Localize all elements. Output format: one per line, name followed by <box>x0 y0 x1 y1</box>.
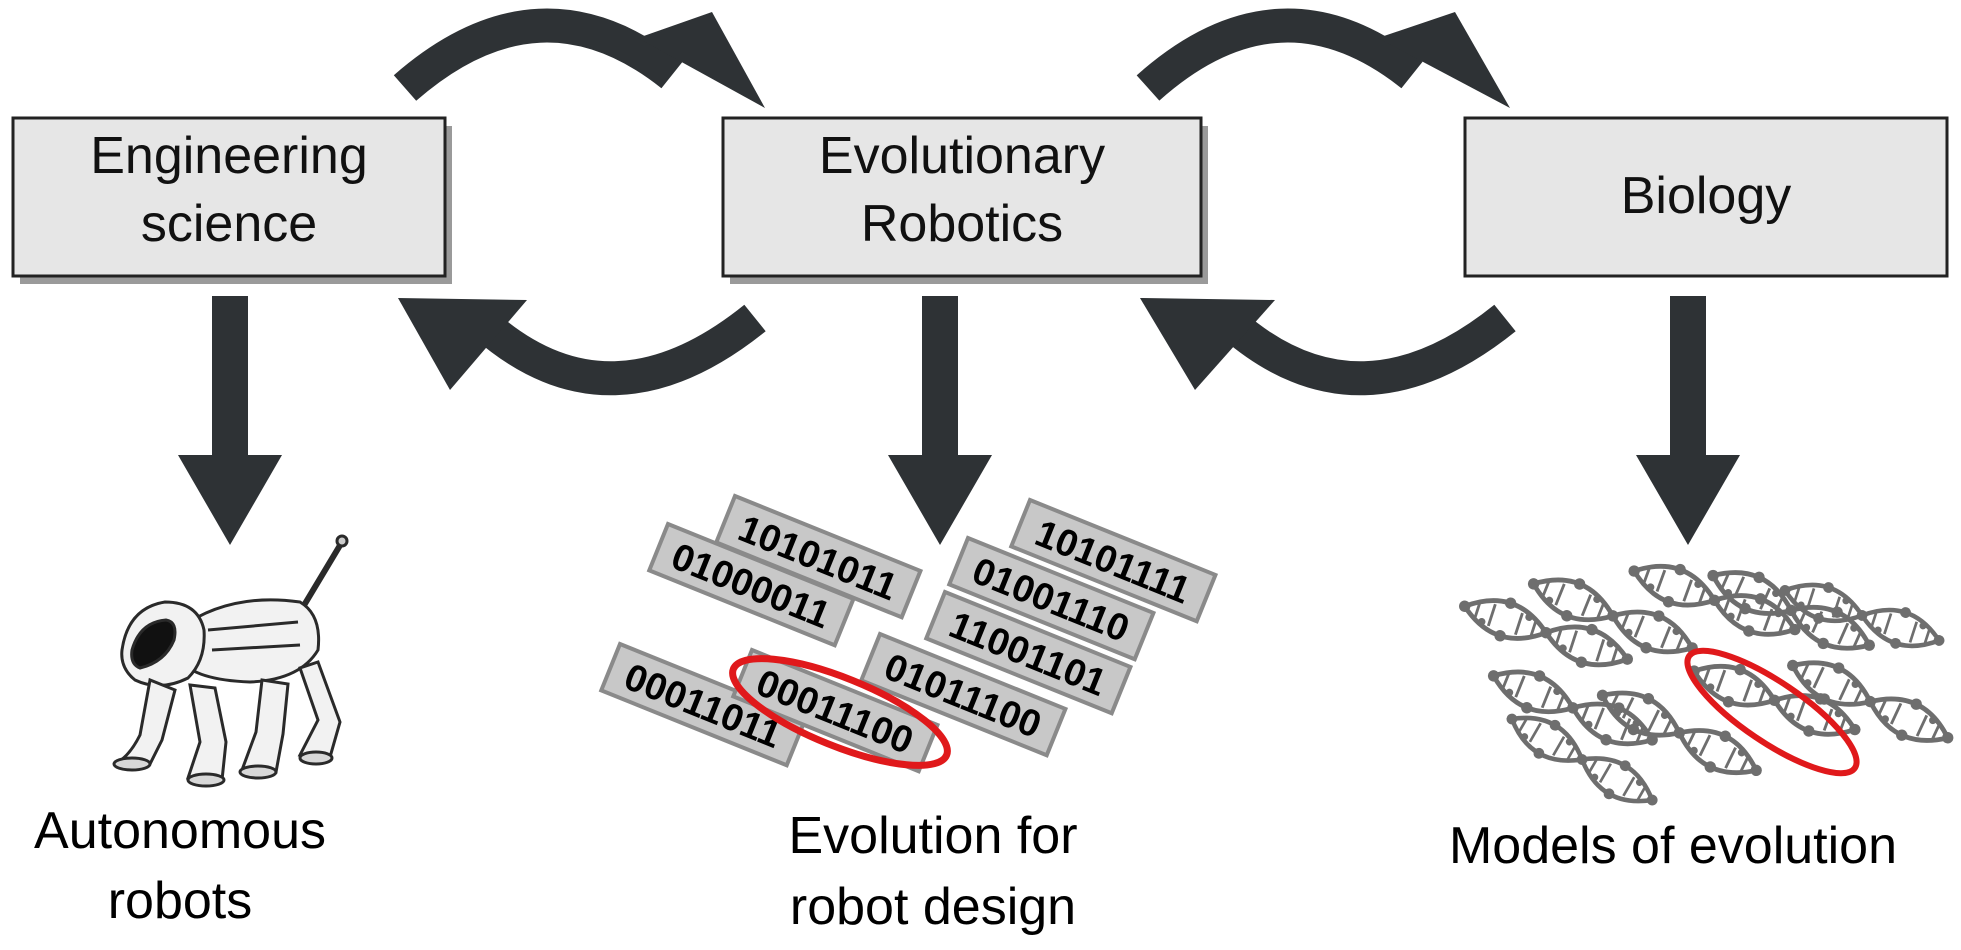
arrow-down-biology <box>1636 296 1740 545</box>
output-autonomous-line1: Autonomous <box>34 802 326 860</box>
arrow-evolutionary-to-biology <box>1136 8 1510 108</box>
arrow-down-engineering <box>178 296 282 545</box>
node-evolutionary-robotics: Evolutionary Robotics <box>721 116 1208 284</box>
arrow-engineering-to-evolutionary <box>393 8 765 108</box>
node-evolutionary-line1: Evolutionary <box>819 127 1105 185</box>
dna-helix-icon <box>1452 548 1961 822</box>
robot-dog-icon <box>112 534 349 788</box>
arrow-down-evolutionary <box>888 296 992 545</box>
node-engineering-line1: Engineering <box>90 127 368 185</box>
node-biology: Biology <box>1463 116 1949 278</box>
arrow-evolutionary-to-engineering <box>398 298 766 396</box>
output-autonomous-line2: robots <box>108 872 253 930</box>
node-evolutionary-line2: Robotics <box>861 195 1063 253</box>
arrow-biology-to-evolutionary <box>1140 298 1516 396</box>
node-engineering-line2: science <box>141 195 317 253</box>
dna-highlight-ellipse <box>1684 647 1860 777</box>
output-evolution-design-line2: robot design <box>790 878 1076 936</box>
output-evolution-design-line1: Evolution for <box>788 807 1077 865</box>
node-biology-label: Biology <box>1621 167 1792 225</box>
output-models-of-evolution: Models of evolution <box>1449 817 1897 875</box>
genome-highlight-ellipse <box>729 655 951 769</box>
node-engineering-science: Engineering science <box>11 116 452 284</box>
